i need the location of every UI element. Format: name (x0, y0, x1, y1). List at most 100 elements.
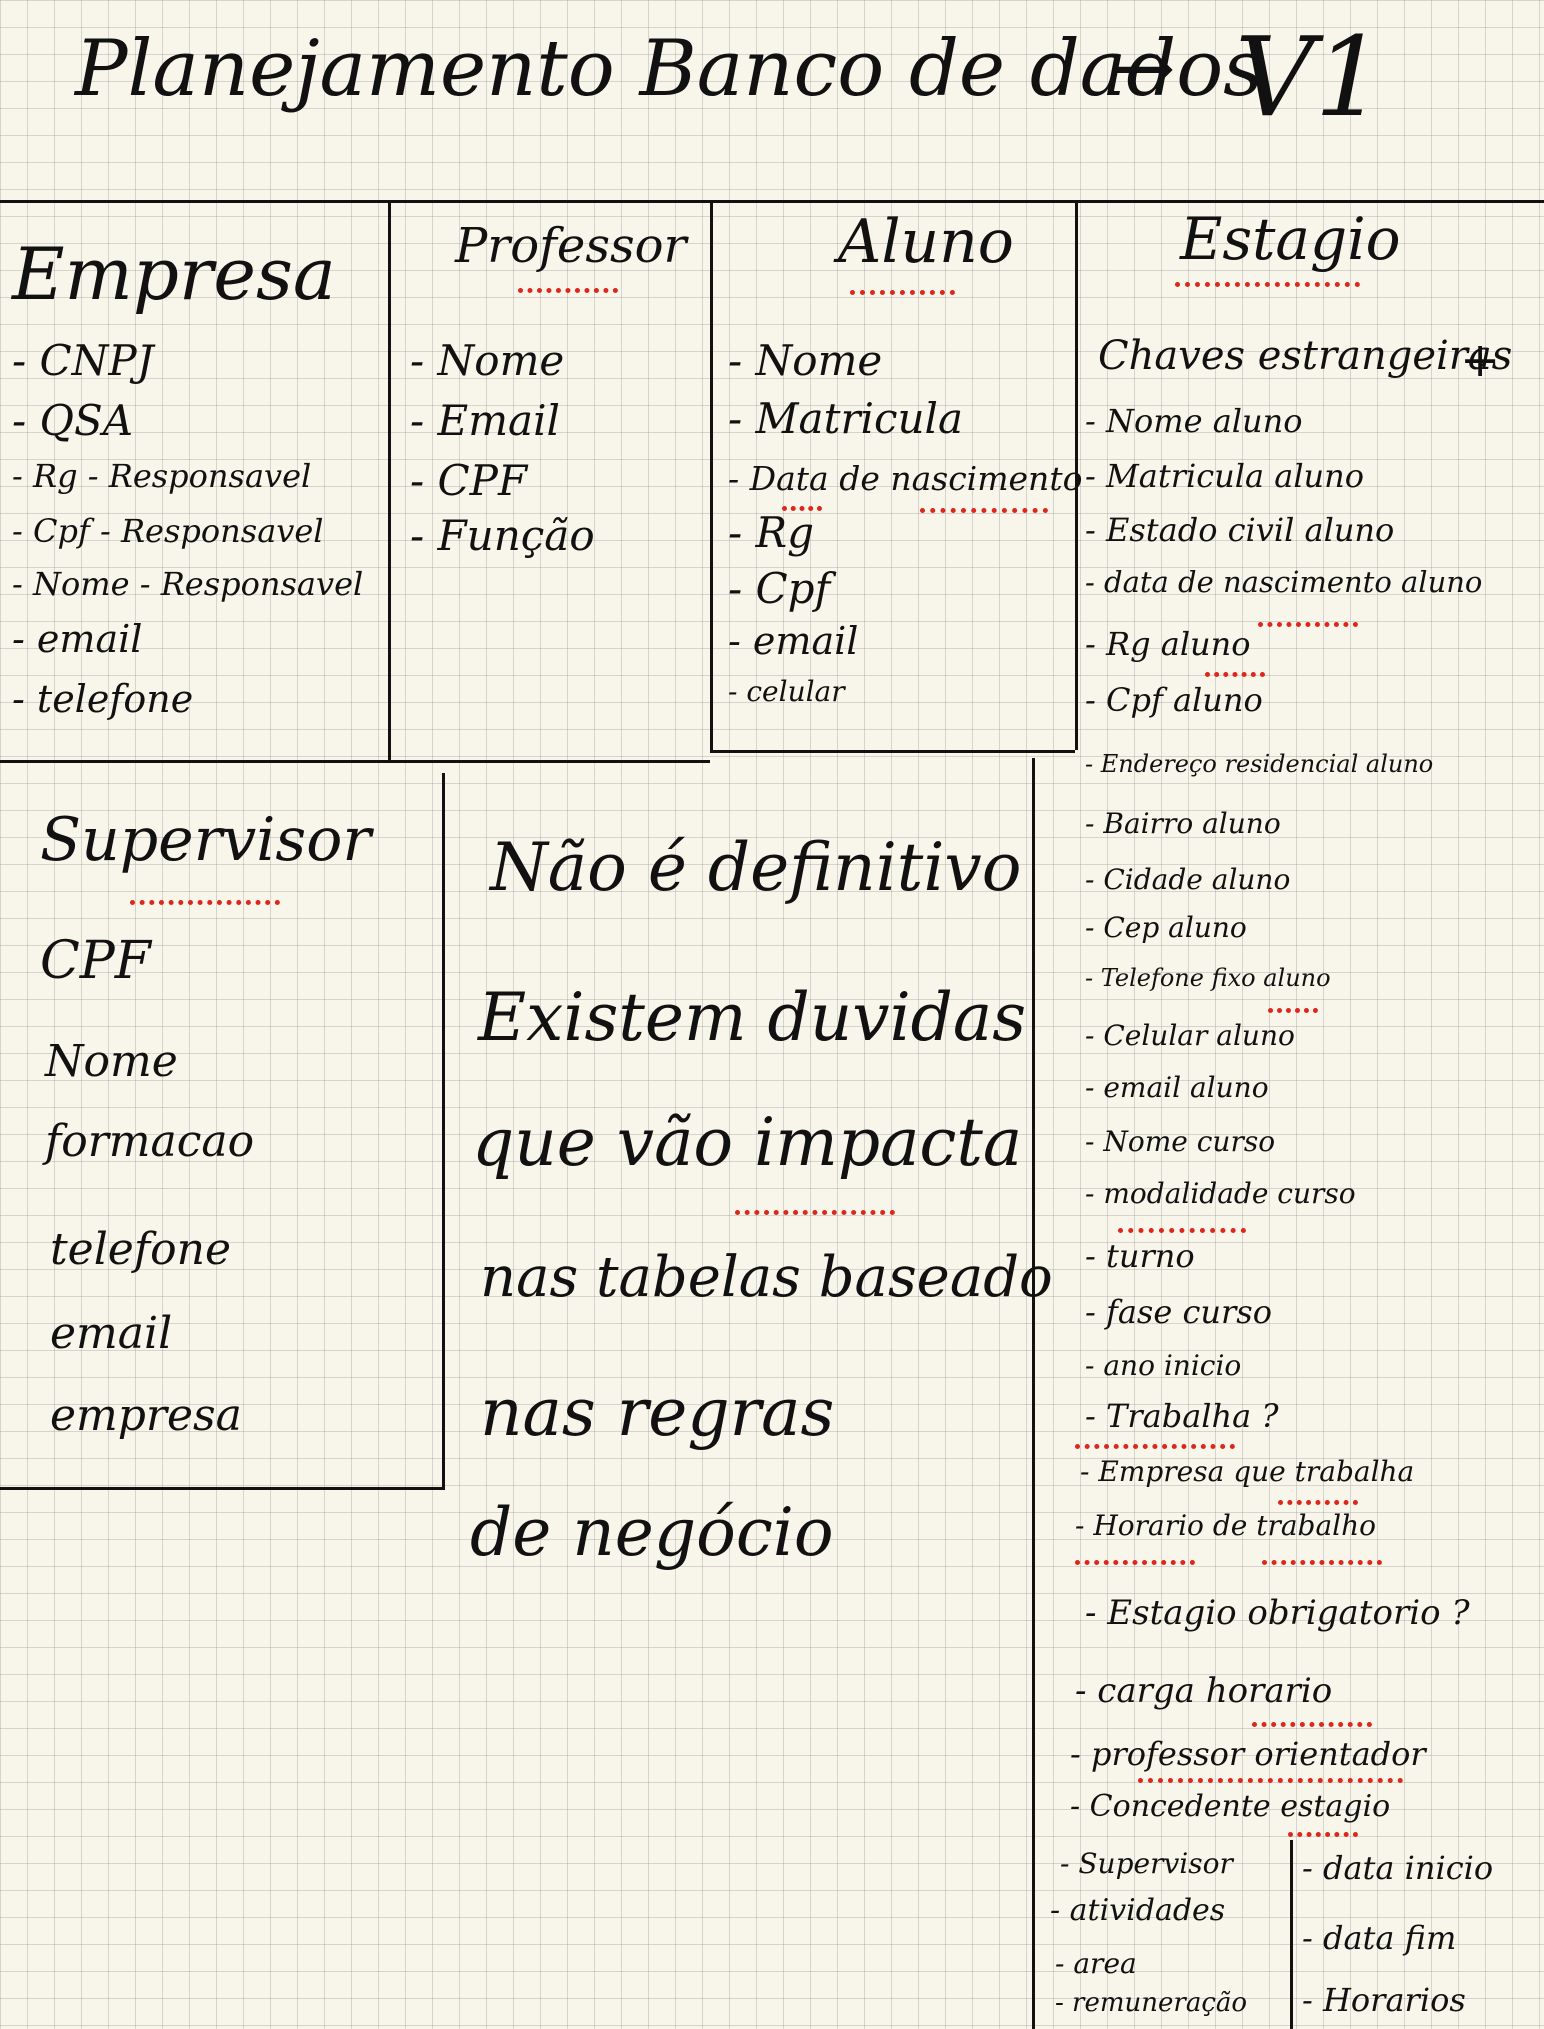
estagio-item: - Nome curso (1085, 1125, 1276, 1158)
impacta-underline (735, 1210, 895, 1215)
professor-heading: Professor (455, 218, 687, 274)
professor-item: - CPF (410, 456, 528, 505)
aluno-item: - Rg (728, 508, 815, 557)
estagio-item: - email aluno (1085, 1071, 1269, 1104)
top-rule (0, 200, 1544, 203)
estagio-item: - Rg aluno (1085, 625, 1251, 663)
estagio-item: - Matricula aluno (1085, 457, 1365, 495)
orientador-underline (1138, 1778, 1403, 1783)
note-line: de negócio (470, 1494, 834, 1571)
modalidade-underline (1118, 1228, 1246, 1233)
estagio-item: - Empresa que trabalha (1080, 1455, 1415, 1488)
supervisor-item: telefone (50, 1224, 231, 1275)
professor-underline (518, 288, 618, 293)
professor-item: - Nome (410, 336, 565, 385)
aluno-item: - Data de nascimento (728, 459, 1083, 498)
supervisor-underline (130, 900, 280, 905)
aluno-item: - Matricula (728, 394, 964, 443)
nascimento-underline-2 (1258, 622, 1358, 627)
estagio-item: - Horario de trabalho (1075, 1509, 1376, 1542)
note-line: Existem duvidas (478, 979, 1027, 1056)
trabalho-underline (1262, 1560, 1382, 1565)
estagio-item: - Cpf aluno (1085, 681, 1263, 719)
rg-underline (782, 506, 822, 511)
supervisor-item: email (50, 1308, 173, 1359)
note-line: que vão impacta (472, 1104, 1023, 1181)
estagio-underline-2 (1288, 1832, 1358, 1837)
estagio-side-item: - Horarios (1302, 1981, 1466, 2019)
plus-icon: + (1460, 332, 1501, 388)
horario-underline-2 (1252, 1722, 1372, 1727)
estagio-side-item: - data fim (1302, 1919, 1457, 1957)
supervisor-item: Nome (45, 1036, 178, 1087)
estagio-item: - atividades (1050, 1893, 1226, 1928)
row-rule-1 (0, 760, 388, 763)
estagio-item: - ano inicio (1085, 1349, 1242, 1382)
supervisor-bottom (0, 1487, 445, 1490)
version-label: V1 (1235, 13, 1385, 141)
row-rule-2 (388, 760, 710, 763)
estagio-item: - Cep aluno (1085, 911, 1247, 944)
empresa-item: - QSA (12, 396, 134, 445)
nascimento-underline (920, 508, 1048, 513)
note-line: Não é definitivo (490, 829, 1022, 906)
empresa-item: - Cpf - Responsavel (12, 512, 324, 550)
supervisor-item: formacao (45, 1116, 255, 1167)
empresa-item: - Nome - Responsavel (12, 565, 364, 603)
aluno-underline (850, 290, 955, 295)
divider-2 (710, 200, 713, 752)
estagio-item: - Concedente estagio (1070, 1789, 1391, 1824)
professor-item: - Email (410, 396, 560, 445)
supervisor-heading: Supervisor (40, 805, 372, 875)
divider-1 (388, 200, 391, 762)
empresa-item: - Rg - Responsavel (12, 457, 312, 495)
estagio-inner-divider (1290, 1840, 1293, 2029)
aluno-item: - Nome (728, 336, 883, 385)
estagio-item: - Estagio obrigatorio ? (1085, 1593, 1470, 1633)
trabalha-underline-2 (1278, 1500, 1358, 1505)
empresa-item: - telefone (12, 677, 194, 721)
estagio-item: - Cidade aluno (1085, 863, 1291, 896)
aluno-item: - Cpf (728, 564, 831, 613)
aluno-heading: Aluno (838, 207, 1014, 277)
horario-underline (1075, 1560, 1195, 1565)
estagio-item: - Estado civil aluno (1085, 511, 1395, 549)
aluno-underline-2 (1205, 672, 1265, 677)
estagio-item: - Endereço residencial aluno (1085, 750, 1434, 778)
empresa-heading: Empresa (12, 232, 336, 316)
estagio-item: - carga horario (1075, 1671, 1333, 1711)
estagio-item: - modalidade curso (1085, 1177, 1356, 1210)
supervisor-item: CPF (40, 931, 151, 991)
note-line: nas regras (480, 1374, 835, 1451)
supervisor-item: empresa (50, 1390, 242, 1441)
trabalha-underline (1075, 1444, 1235, 1449)
supervisor-right (442, 773, 445, 1490)
estagio-side-item: - data inicio (1302, 1849, 1494, 1887)
empresa-item: - CNPJ (12, 336, 154, 385)
estagio-heading: Estagio (1180, 205, 1401, 273)
arrow-icon: → (1110, 24, 1176, 114)
divider-3 (1075, 200, 1078, 750)
page-title: Planejamento Banco de dados (75, 24, 1264, 114)
aluno-item: - email (728, 619, 859, 663)
estagio-item: - Celular aluno (1085, 1019, 1295, 1052)
estagio-item: - remuneração (1055, 1988, 1248, 2018)
estagio-left (1032, 758, 1035, 2029)
note-line: nas tabelas baseado (480, 1245, 1053, 1310)
estagio-item: - turno (1085, 1237, 1195, 1275)
estagio-item: - Trabalha ? (1085, 1397, 1279, 1435)
estagio-item: - Nome aluno (1085, 402, 1303, 440)
estagio-item: - data de nascimento aluno (1085, 565, 1483, 599)
estagio-item: - fase curso (1085, 1293, 1272, 1331)
row-rule-3 (710, 750, 1075, 753)
estagio-item: - Bairro aluno (1085, 807, 1281, 840)
estagio-item: - area (1055, 1947, 1137, 1980)
empresa-item: - email (12, 617, 143, 661)
aluno-item: - celular (728, 675, 845, 708)
estagio-subheading: Chaves estrangeiras (1098, 333, 1513, 379)
estagio-item: - professor orientador (1070, 1735, 1426, 1773)
professor-item: - Função (410, 511, 595, 560)
estagio-underline (1175, 282, 1360, 287)
estagio-item: - Supervisor (1060, 1847, 1233, 1880)
fixo-underline (1268, 1008, 1318, 1013)
